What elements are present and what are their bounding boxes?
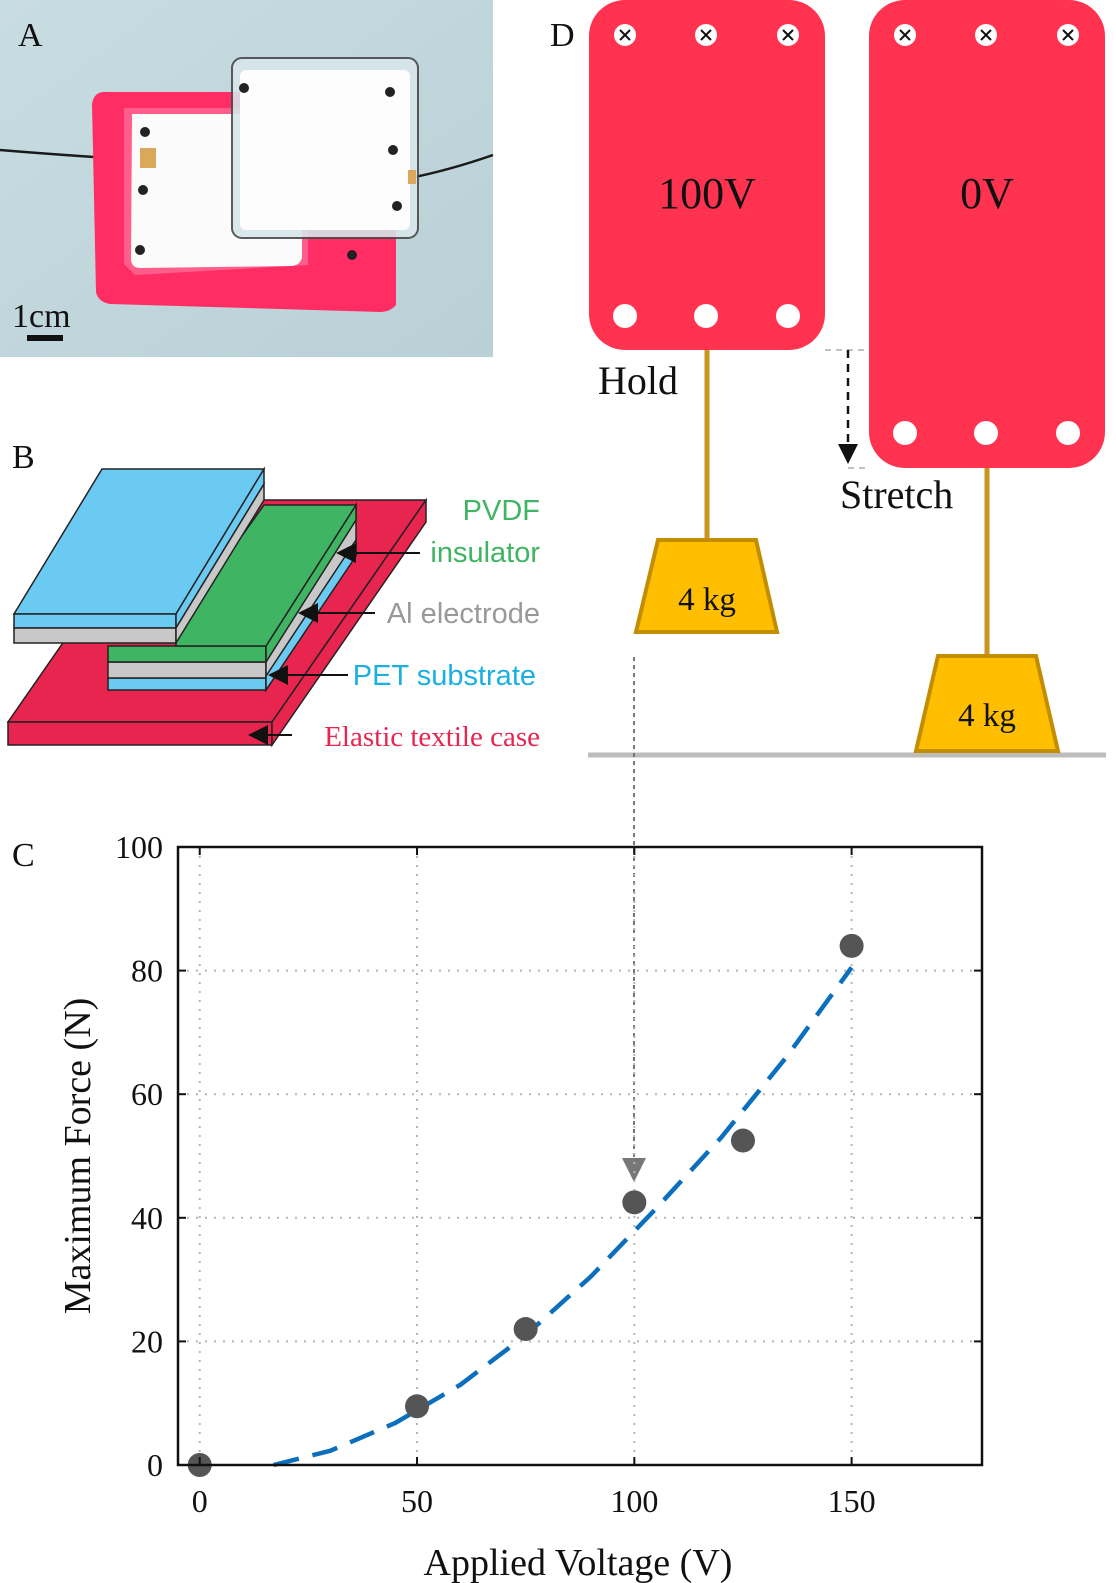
right-voltage-label: 0V bbox=[960, 169, 1014, 218]
panel-b: B bbox=[6, 439, 540, 753]
data-point bbox=[622, 1190, 647, 1215]
x-tick-label: 50 bbox=[401, 1483, 433, 1519]
panel-a-letter: A bbox=[18, 17, 43, 54]
right-clutch-pad bbox=[869, 0, 1105, 468]
data-point bbox=[405, 1394, 430, 1419]
fit-curve bbox=[273, 966, 854, 1468]
top-screws bbox=[614, 24, 1079, 46]
y-tick-label: 60 bbox=[131, 1076, 163, 1112]
plot-frame bbox=[176, 845, 984, 1467]
label-pvdf: PVDF bbox=[463, 495, 540, 527]
projection-arrowhead bbox=[622, 1158, 646, 1182]
panel-d: D 100V 0V 4 kg 4 kg Hold bbox=[550, 0, 1106, 1182]
layer-upper-electrode bbox=[12, 466, 266, 646]
y-axis-label: Maximum Force (N) bbox=[57, 998, 99, 1315]
data-point bbox=[513, 1317, 538, 1342]
y-tick-label: 100 bbox=[115, 829, 163, 865]
left-clutch-pad bbox=[589, 0, 825, 350]
hold-label: Hold bbox=[598, 358, 678, 403]
x-tick-label: 100 bbox=[610, 1483, 658, 1519]
panel-d-letter: D bbox=[550, 17, 575, 54]
left-weight bbox=[633, 538, 780, 634]
y-tick-label: 40 bbox=[131, 1200, 163, 1236]
x-tick-label: 150 bbox=[828, 1483, 876, 1519]
panel-a: A 1cm bbox=[0, 0, 494, 357]
leader-arrows bbox=[248, 543, 420, 745]
right-weight bbox=[913, 654, 1061, 753]
x-axis-label: Applied Voltage (V) bbox=[424, 1542, 733, 1583]
scale-bar bbox=[27, 335, 63, 341]
connector bbox=[140, 148, 156, 168]
label-insulator: insulator bbox=[430, 537, 540, 569]
left-weight-label: 4 kg bbox=[678, 582, 736, 618]
y-tick-label: 20 bbox=[131, 1323, 163, 1359]
data-point bbox=[839, 933, 864, 958]
label-textile-case: Elastic textile case bbox=[324, 721, 540, 753]
label-pet-substrate: PET substrate bbox=[353, 660, 536, 692]
left-voltage-label: 100V bbox=[658, 169, 756, 218]
data-point bbox=[730, 1128, 755, 1153]
y-tick-label: 0 bbox=[147, 1447, 163, 1483]
stretch-label: Stretch bbox=[840, 472, 953, 517]
panel-c-letter: C bbox=[12, 837, 35, 874]
stretch-indicator bbox=[825, 349, 869, 469]
panel-b-letter: B bbox=[12, 439, 35, 476]
bottom-holes bbox=[613, 304, 1080, 445]
label-al-electrode: Al electrode bbox=[387, 598, 540, 630]
y-tick-label: 80 bbox=[131, 953, 163, 989]
connector-right bbox=[408, 170, 416, 184]
right-weight-label: 4 kg bbox=[958, 698, 1016, 734]
x-tick-label: 0 bbox=[192, 1483, 208, 1519]
photo-holes bbox=[135, 83, 402, 260]
scale-bar-label: 1cm bbox=[12, 298, 71, 335]
upper-electrode bbox=[240, 70, 410, 230]
